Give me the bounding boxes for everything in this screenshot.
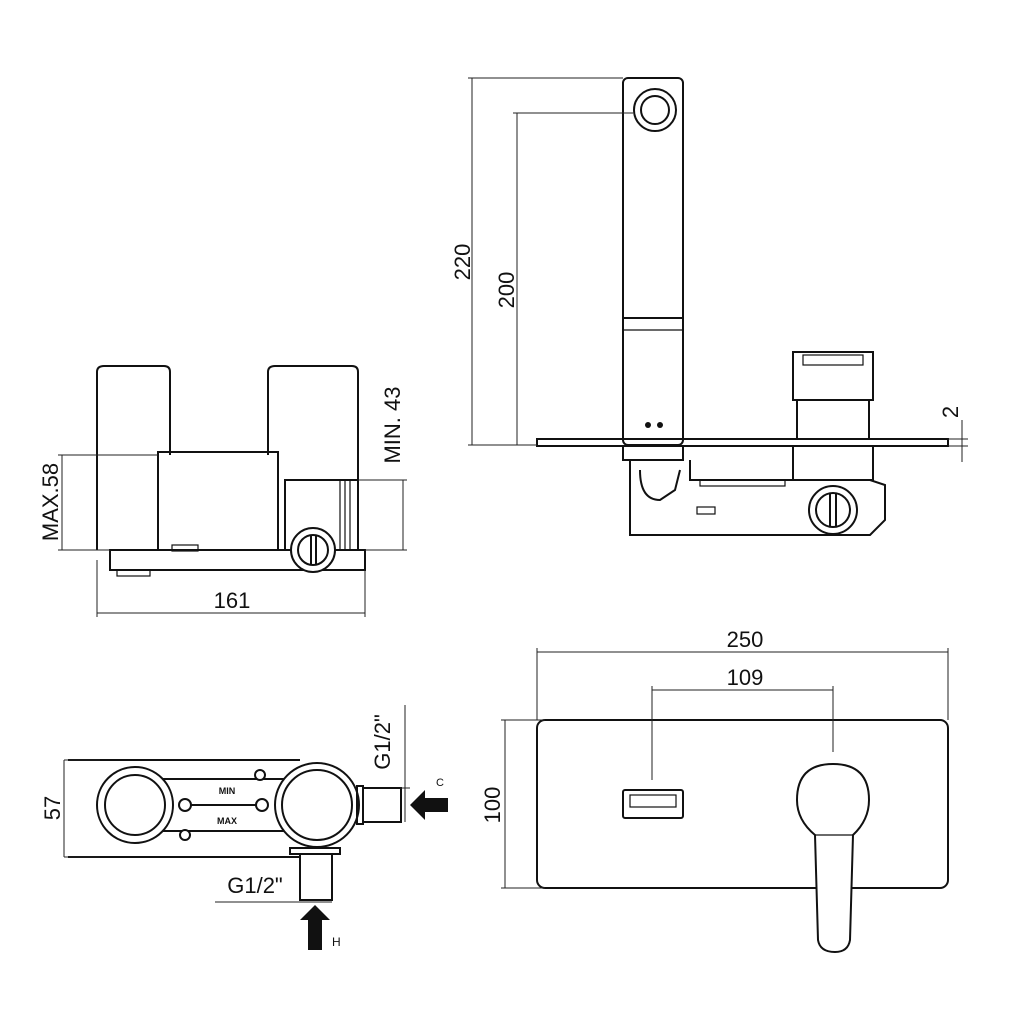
spout-body bbox=[622, 77, 684, 446]
dim-max-58: MAX.58 bbox=[38, 463, 63, 541]
dim-161: 161 bbox=[214, 588, 251, 613]
handle-base bbox=[796, 399, 870, 440]
top-view: MIN MAX 57 G1/2" G1/2" C H bbox=[40, 705, 448, 950]
aerator-outer bbox=[633, 88, 677, 132]
label-cold: C bbox=[436, 777, 444, 789]
dim-109: 109 bbox=[727, 665, 764, 690]
label-min: MIN bbox=[219, 786, 236, 796]
lever-handle bbox=[795, 762, 871, 954]
cold-inlet-arrow-icon bbox=[410, 790, 448, 820]
dim-250: 250 bbox=[727, 627, 764, 652]
body-view: MAX.58 MIN. 43 161 bbox=[38, 365, 407, 617]
label-max: MAX bbox=[217, 816, 237, 826]
wall-plate-front bbox=[536, 719, 949, 889]
hot-inlet-arrow-icon bbox=[300, 905, 330, 950]
wall-plate bbox=[536, 438, 949, 447]
dim-200: 200 bbox=[494, 272, 519, 309]
dim-g12-cold: G1/2" bbox=[370, 714, 395, 770]
aerator-inner bbox=[640, 95, 670, 125]
side-view: 220 200 2 bbox=[450, 77, 968, 536]
front-view: 250 109 100 bbox=[480, 627, 949, 954]
spout-outlet bbox=[622, 789, 684, 819]
box-body bbox=[157, 451, 279, 551]
dim-g12-hot: G1/2" bbox=[227, 873, 283, 898]
left-post bbox=[96, 365, 171, 455]
dim-57: 57 bbox=[40, 796, 65, 820]
right-post bbox=[267, 365, 359, 480]
dim-220: 220 bbox=[450, 244, 475, 281]
dim-100: 100 bbox=[480, 787, 505, 824]
handle-top bbox=[792, 351, 874, 401]
dim-min-43: MIN. 43 bbox=[380, 386, 405, 463]
dim-2: 2 bbox=[938, 406, 963, 418]
label-hot: H bbox=[332, 935, 341, 949]
inlet-fitting bbox=[808, 485, 858, 535]
